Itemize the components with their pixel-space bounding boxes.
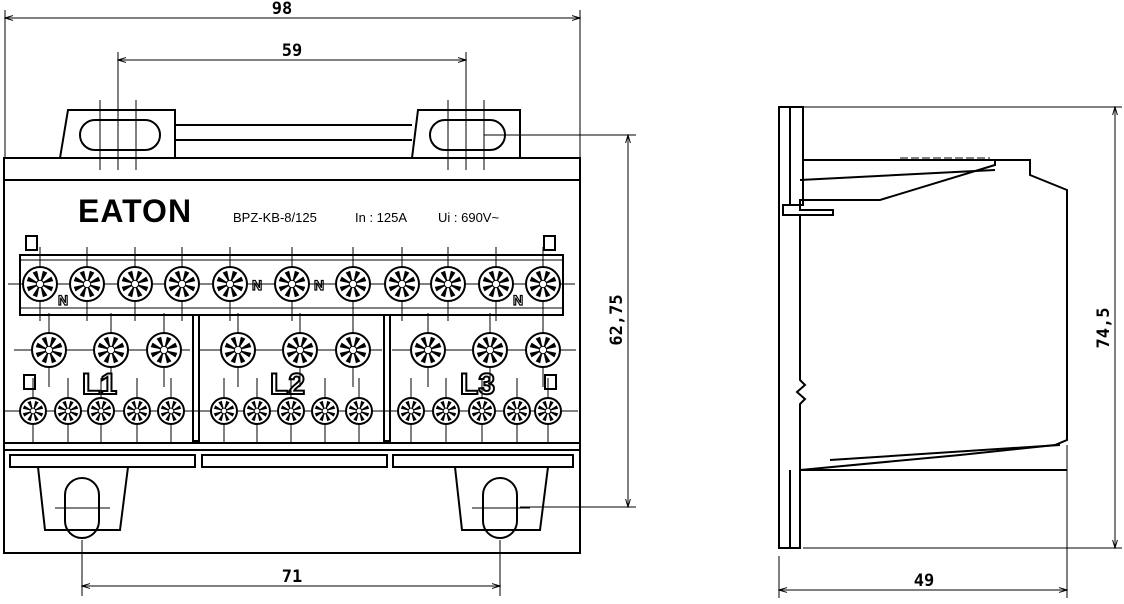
terminal-screw-neutral xyxy=(525,247,561,321)
base xyxy=(3,442,581,554)
side-view xyxy=(778,106,1068,549)
dim-mount-height: 62,75 xyxy=(607,294,627,345)
terminal-screw-phase-outlet xyxy=(87,378,115,444)
phase-label-l2: L2 xyxy=(270,368,305,401)
current-rating-label: In : 125A xyxy=(355,210,407,225)
dim-side-depth: 49 xyxy=(914,571,934,591)
terminal-screw-phase-main xyxy=(31,313,67,387)
dimensions: 98 59 71 62,75 49 74,5 xyxy=(5,0,1122,598)
neutral-marker: N xyxy=(513,292,523,308)
neutral-marker: N xyxy=(314,277,324,293)
terminal-screw-phase-outlet xyxy=(277,378,305,444)
terminal-screw-phase-main xyxy=(146,313,182,387)
bottom-right-mount-tab xyxy=(454,466,549,531)
top-right-mount-tab xyxy=(411,109,521,159)
dim-side-height: 74,5 xyxy=(1094,308,1114,349)
terminal-screw-neutral xyxy=(384,247,420,321)
dim-bottom-mount-spacing: 71 xyxy=(282,567,302,587)
terminal-screw-phase-outlet xyxy=(19,378,47,444)
terminal-screw-neutral xyxy=(274,247,310,321)
terminal-screw-phase-outlet xyxy=(468,378,496,444)
phase-label-l1: L1 xyxy=(82,368,117,401)
terminal-screw-neutral xyxy=(430,247,466,321)
terminal-screw-phase-outlet xyxy=(432,378,460,444)
terminal-screw-neutral xyxy=(478,247,514,321)
voltage-rating-label: Ui : 690V~ xyxy=(438,210,499,225)
terminal-screw-phase-outlet xyxy=(123,378,151,444)
terminal-screw-phase-outlet xyxy=(54,378,82,444)
terminal-screw-phase-main xyxy=(472,313,508,387)
terminal-screw-neutral xyxy=(335,247,371,321)
terminal-screw-phase-outlet xyxy=(243,378,271,444)
terminal-screw-phase-outlet xyxy=(503,378,531,444)
terminal-screw-neutral xyxy=(69,247,105,321)
terminal-screw-phase-outlet xyxy=(157,378,185,444)
terminal-screw-phase-outlet xyxy=(210,378,238,444)
terminal-screw-phase-main xyxy=(220,313,256,387)
terminal-screw-phase-outlet xyxy=(397,378,425,444)
top-left-mount-slot xyxy=(79,119,161,151)
front-view: EATON BPZ-KB-8/125 In : 125A Ui : 690V~ … xyxy=(3,100,581,554)
neutral-marker: N xyxy=(252,277,262,293)
terminal-screw-phase-main xyxy=(335,313,371,387)
terminal-screw-phase-main xyxy=(93,313,129,387)
terminal-screw-phase-outlet xyxy=(534,378,562,444)
top-left-mount-tab xyxy=(59,109,176,159)
bottom-left-mount-tab xyxy=(37,466,129,531)
terminal-screw-neutral xyxy=(22,247,58,321)
model-label: BPZ-KB-8/125 xyxy=(233,210,317,225)
terminal-screw-phase-main xyxy=(525,313,561,387)
dim-overall-width: 98 xyxy=(272,0,292,19)
terminal-screw-phase-main xyxy=(282,313,318,387)
terminal-screw-neutral xyxy=(164,247,200,321)
terminal-screw-phase-main xyxy=(410,313,446,387)
terminal-screw-phase-outlet xyxy=(345,378,373,444)
dim-top-mount-spacing: 59 xyxy=(282,41,302,61)
eaton-logo: EATON xyxy=(78,193,192,229)
terminal-screw-phase-outlet xyxy=(311,378,339,444)
neutral-marker: N xyxy=(58,292,68,308)
terminal-screw-neutral xyxy=(212,247,248,321)
terminal-screw-neutral xyxy=(117,247,153,321)
